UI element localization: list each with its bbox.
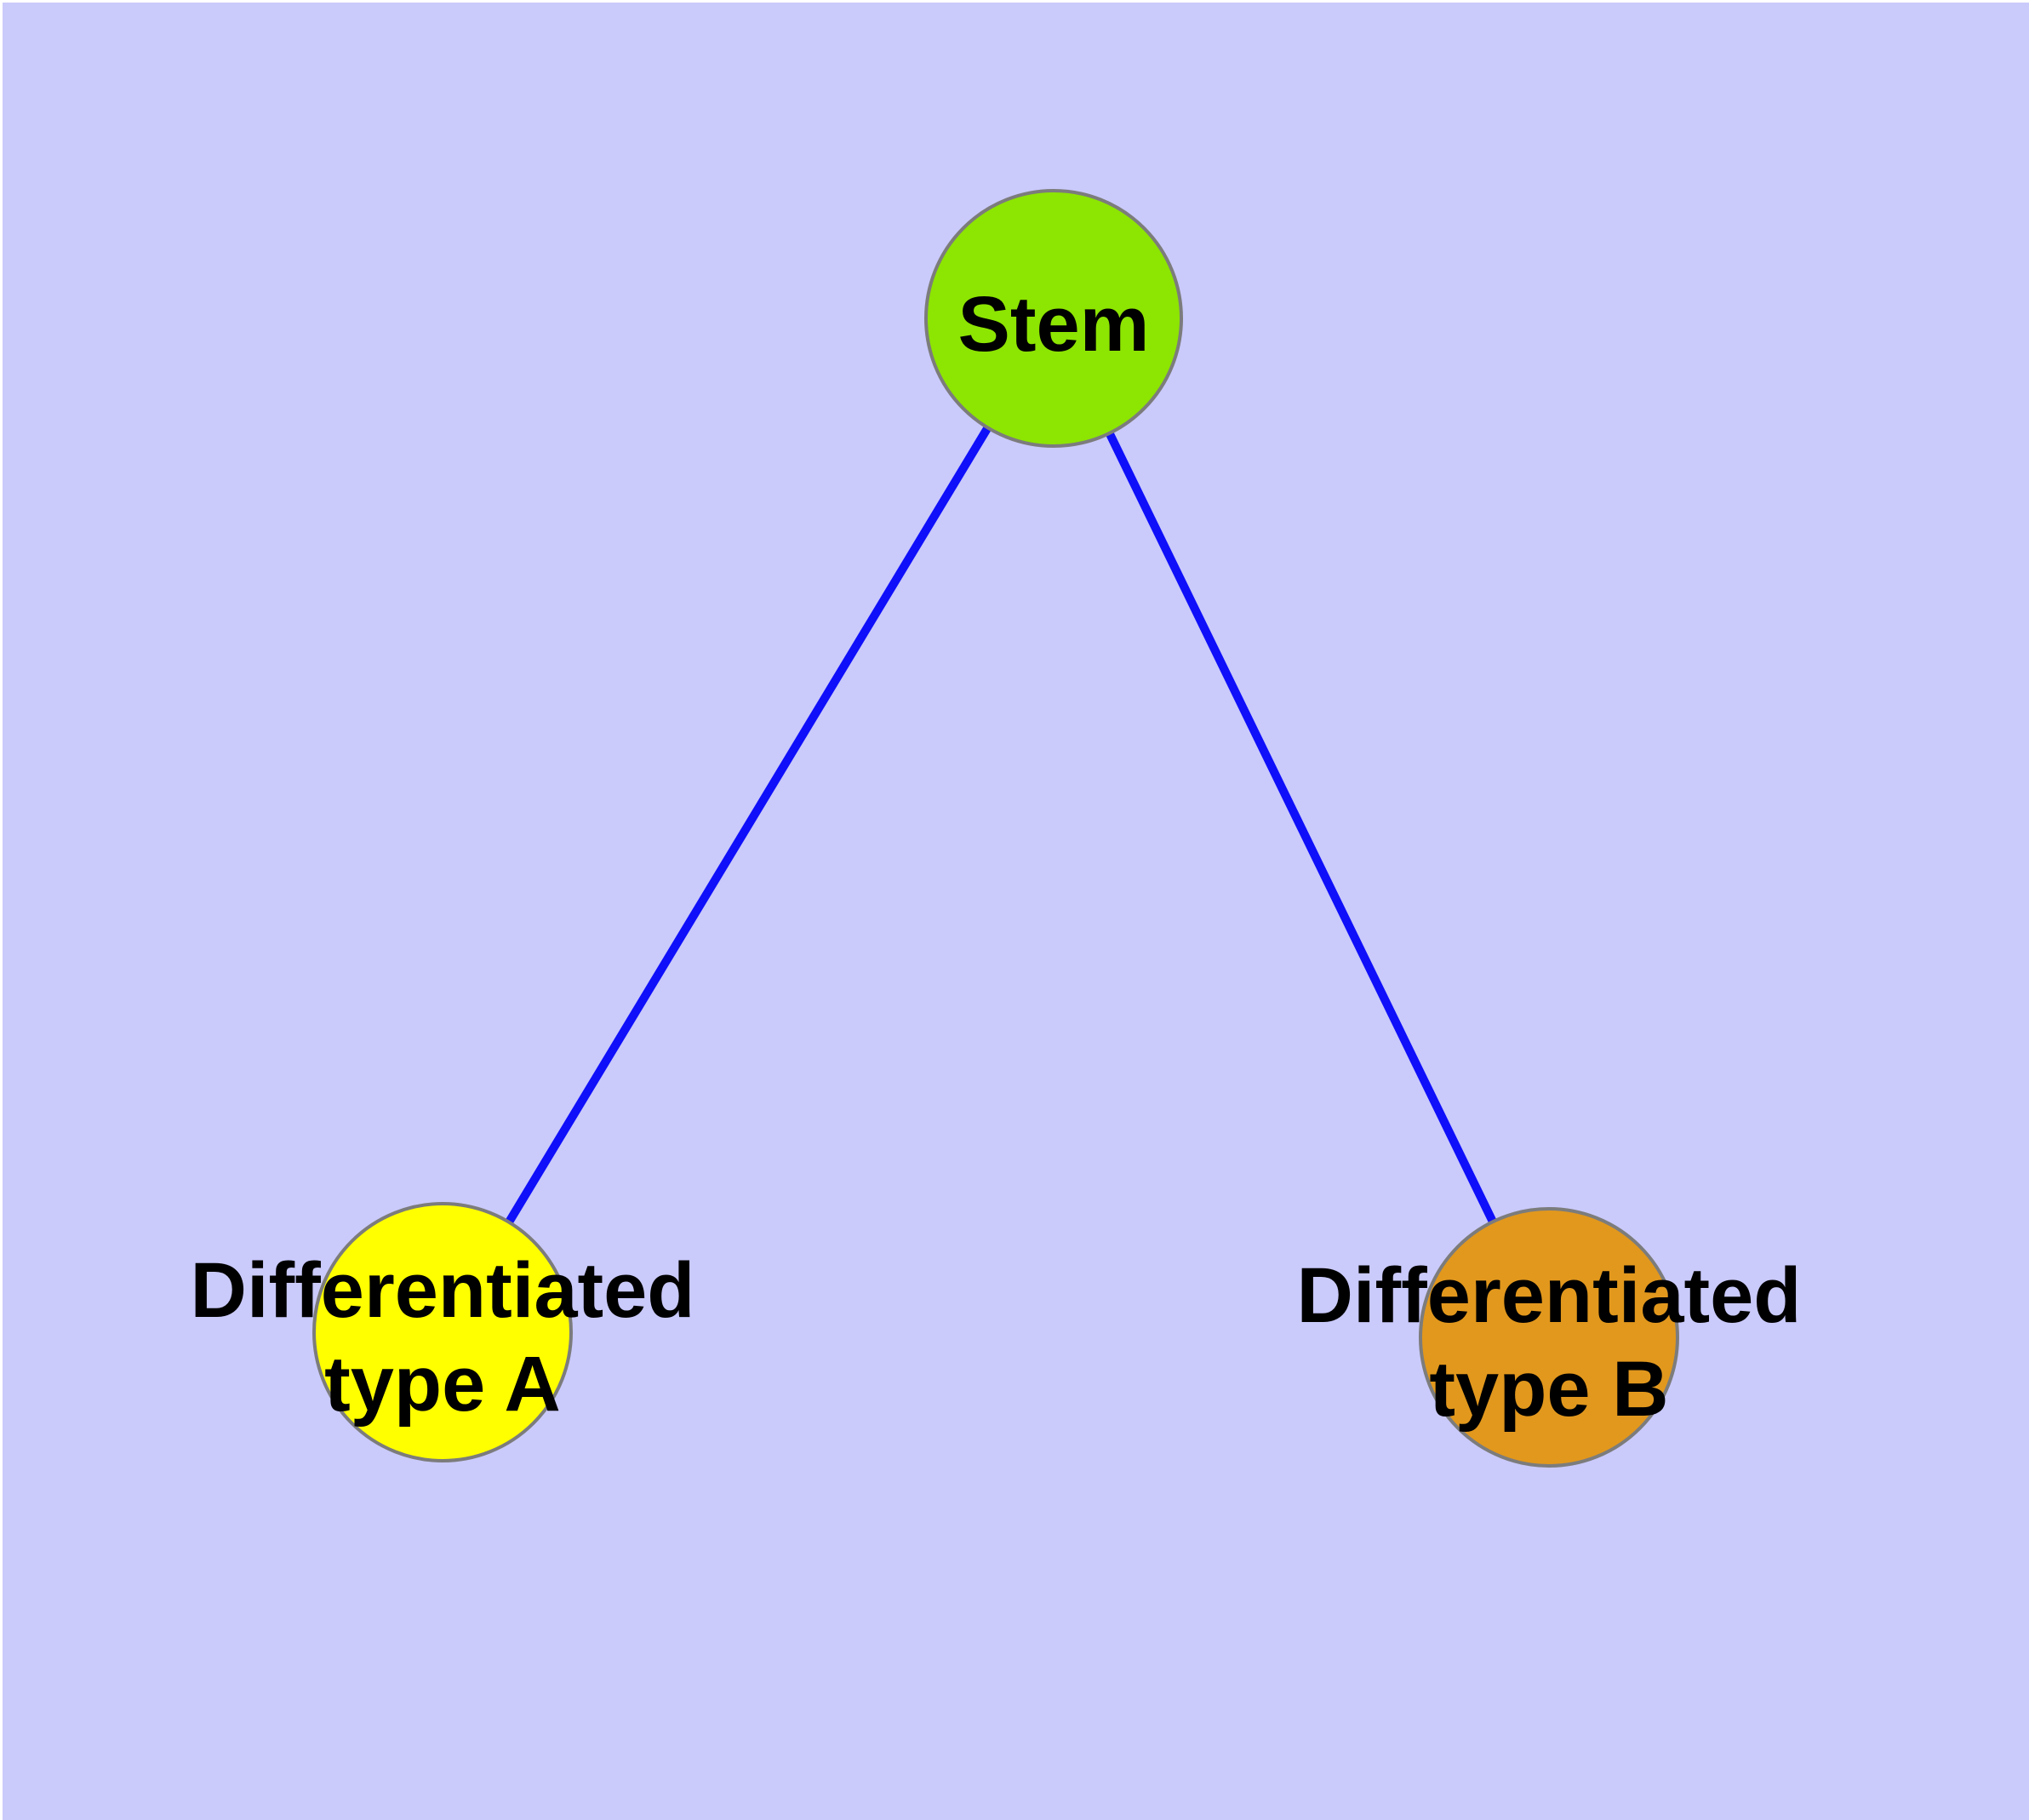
type-a-node-label-line2: type A bbox=[324, 1341, 561, 1428]
stem-node-circle bbox=[924, 189, 1183, 448]
type-a-node-label-line1: Differentiated bbox=[191, 1247, 695, 1334]
edge-stem-to-type-b bbox=[1049, 316, 1553, 1340]
type-a-node-circle bbox=[312, 1202, 573, 1462]
edge-stem-to-type-a bbox=[438, 316, 1058, 1335]
type-b-node-label-line1: Differentiated bbox=[1297, 1252, 1802, 1339]
type-b-node-circle bbox=[1419, 1207, 1679, 1468]
type-b-node-label-line2: type B bbox=[1429, 1346, 1668, 1433]
stem-node-label: Stem bbox=[958, 281, 1150, 368]
